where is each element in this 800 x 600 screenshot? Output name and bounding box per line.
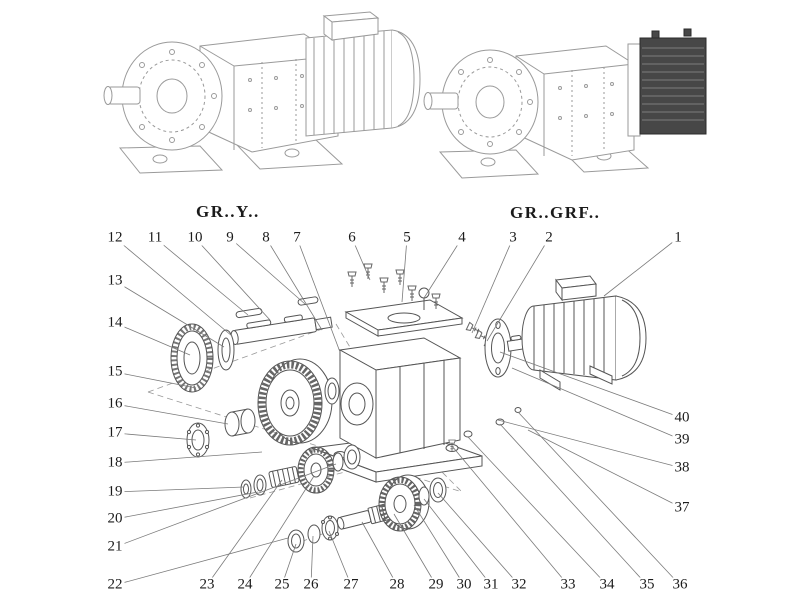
- motor-assembly: [448, 275, 647, 453]
- callout-number-23: 23: [197, 576, 217, 593]
- callout-number-5: 5: [401, 229, 413, 246]
- callout-number-19: 19: [105, 483, 125, 500]
- leader-lines-layer: [114, 237, 683, 586]
- callout-number-9: 9: [224, 229, 236, 246]
- callout-number-34: 34: [597, 576, 617, 593]
- callout-number-10: 10: [185, 229, 205, 246]
- callout-number-1: 1: [672, 229, 684, 246]
- variant-label-gr-grf: GR..GRF..: [510, 203, 601, 222]
- large-helical-gear: [257, 358, 333, 446]
- callout-number-14: 14: [105, 314, 125, 331]
- callout-number-30: 30: [454, 576, 474, 593]
- intermediate-pinion-set: [240, 444, 361, 499]
- callout-number-33: 33: [558, 576, 578, 593]
- callout-number-27: 27: [341, 576, 361, 593]
- output-shaft-assembly: [287, 474, 447, 553]
- housing-cover-plate: [344, 299, 464, 337]
- callout-number-40: 40: [672, 409, 692, 426]
- callout-number-32: 32: [509, 576, 529, 593]
- input-bearing-set: [186, 408, 256, 458]
- shaft-key: [297, 296, 319, 306]
- callout-number-8: 8: [260, 229, 272, 246]
- callout-number-24: 24: [235, 576, 255, 593]
- callout-number-38: 38: [672, 459, 692, 476]
- callout-number-11: 11: [145, 229, 165, 246]
- callout-number-36: 36: [670, 576, 690, 593]
- callout-number-17: 17: [105, 424, 125, 441]
- callout-number-18: 18: [105, 454, 125, 471]
- gear-spacer-bearing: [324, 377, 340, 405]
- callout-number-31: 31: [481, 576, 501, 593]
- callout-number-16: 16: [105, 395, 125, 412]
- shaft-key: [235, 307, 263, 319]
- callout-number-25: 25: [272, 576, 292, 593]
- callout-number-39: 39: [672, 431, 692, 448]
- callout-number-2: 2: [543, 229, 555, 246]
- callout-number-12: 12: [105, 229, 125, 246]
- callout-number-37: 37: [672, 499, 692, 516]
- input-shaft-assembly: [230, 296, 333, 345]
- callout-number-29: 29: [426, 576, 446, 593]
- callout-number-22: 22: [105, 576, 125, 593]
- gearmotor-gr-y-drawing: [103, 11, 421, 174]
- callout-number-26: 26: [301, 576, 321, 593]
- oil-seal-and-cover: [170, 323, 235, 393]
- gearmotor-gr-grf-drawing: [423, 28, 707, 179]
- gear-housing: [338, 337, 462, 459]
- callout-number-28: 28: [387, 576, 407, 593]
- callout-number-21: 21: [105, 538, 125, 555]
- callout-number-7: 7: [291, 229, 303, 246]
- callout-number-6: 6: [346, 229, 358, 246]
- callout-number-3: 3: [507, 229, 519, 246]
- callout-number-13: 13: [105, 272, 125, 289]
- exploded-view-drawing: [147, 263, 647, 553]
- callout-number-20: 20: [105, 510, 125, 527]
- variant-label-gr-y: GR..Y..: [196, 202, 260, 221]
- callout-number-35: 35: [637, 576, 657, 593]
- callout-number-15: 15: [105, 363, 125, 380]
- callout-number-4: 4: [456, 229, 468, 246]
